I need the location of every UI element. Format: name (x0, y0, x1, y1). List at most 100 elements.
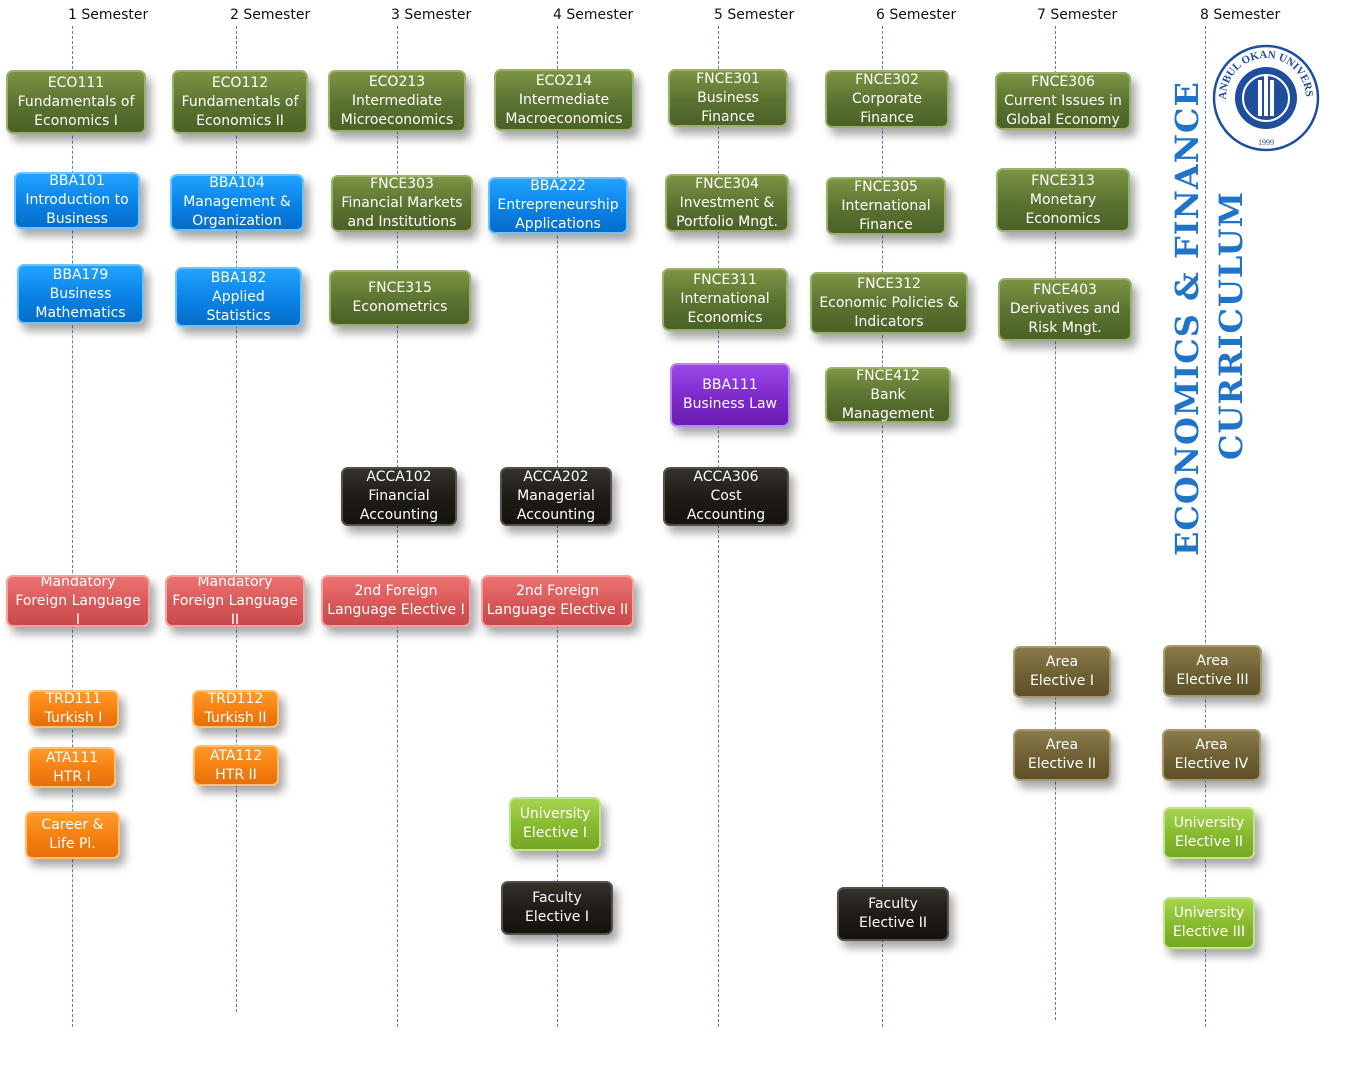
course-title-line: Economics (1025, 210, 1101, 227)
course-title-line: Financial Markets (341, 195, 463, 211)
course-title-line: Microeconomics (340, 111, 454, 128)
course-title-line: Elective II (1174, 834, 1244, 850)
course-title-line: Elective III (1172, 924, 1246, 940)
semester-header-4: 4 Semester (553, 7, 634, 23)
course-title-line: Economics (687, 310, 763, 326)
semester-header-1: 1 Semester (68, 7, 149, 23)
course-code: BBA111 (702, 377, 758, 393)
semester-line-1 (72, 26, 73, 1027)
course-code: Area (1195, 737, 1228, 753)
course-title-line: and Institutions (347, 214, 457, 230)
course-title-line: Elective I (525, 909, 589, 925)
course-code: BBA179 (52, 266, 109, 283)
course-code: Faculty (532, 890, 582, 906)
course-code: ECO111 (47, 74, 105, 91)
course-code: 2nd Foreign (354, 583, 438, 599)
semester-header-7: 7 Semester (1037, 7, 1118, 23)
course-title-line: Global Economy (1006, 111, 1120, 128)
course-title-line: Investment & (679, 194, 775, 211)
course-code: University (519, 806, 591, 822)
course-title-line: Business (697, 89, 759, 106)
course-title-line: Statistics (206, 307, 271, 324)
course-code: ATA111 (45, 749, 99, 766)
semester-header-2: 2 Semester (230, 7, 311, 23)
course-title-line: Portfolio Mngt. (676, 213, 778, 230)
course-title-line: Intermediate (351, 92, 443, 109)
course-code: Career & (41, 817, 104, 833)
course-title-line: Applications (515, 216, 601, 232)
course-title-line: Econometrics (352, 299, 448, 315)
course-title-line: Corporate (852, 90, 922, 107)
course-code: ACCA306 (693, 469, 759, 485)
course-title-line: Economic Policies & (819, 294, 959, 311)
course-code: BBA101 (49, 173, 105, 189)
course-title-line: Fundamentals of (181, 93, 299, 110)
course-title-line: Accounting (359, 507, 439, 523)
course-title-line: Indicators (854, 313, 924, 330)
semester-line-3 (397, 26, 398, 1027)
semester-line-8 (1205, 26, 1206, 1027)
course-box-career: Career & Life Pl. (25, 811, 120, 859)
course-title-line: Finance (860, 109, 914, 126)
course-title-line: Economics II (196, 112, 284, 129)
course-code: Mandatory (197, 575, 273, 590)
course-code: University (1173, 815, 1245, 831)
course-code: Faculty (868, 896, 918, 912)
course-title-line: Turkish II (204, 710, 267, 726)
course-title-line: Current Issues in (1004, 92, 1122, 109)
course-title-line: Risk Mngt. (1028, 320, 1102, 336)
course-title-line: Management & (183, 194, 291, 210)
course-title-line: Elective III (1176, 672, 1249, 688)
course-title-line: Financial (368, 488, 430, 504)
course-title-line: Business Law (682, 396, 777, 412)
course-code: FNCE302 (855, 71, 919, 88)
course-code: BBA222 (530, 178, 586, 194)
course-title-line: Fundamentals of (17, 93, 135, 110)
course-code: ACCA102 (366, 469, 432, 485)
course-code: Area (1045, 654, 1079, 670)
course-title-line: Elective II (858, 915, 928, 931)
semester-header-6: 6 Semester (876, 7, 957, 23)
course-code: 2nd Foreign (516, 583, 599, 599)
course-title-line: International (680, 291, 770, 307)
course-title-line: Life Pl. (49, 836, 96, 852)
course-title-line: Business (46, 211, 108, 227)
course-code: Area (1196, 653, 1229, 669)
course-code: ATA112 (209, 747, 263, 764)
course-code: TRD111 (45, 691, 102, 707)
course-title-line: HTR I (53, 768, 91, 785)
course-title-line: Elective I (1030, 673, 1094, 689)
course-code: FNCE412 (856, 367, 920, 384)
course-title-line: Introduction to (25, 192, 129, 208)
course-title-line: Language Elective II (486, 602, 629, 618)
course-code: FNCE306 (1031, 73, 1095, 90)
